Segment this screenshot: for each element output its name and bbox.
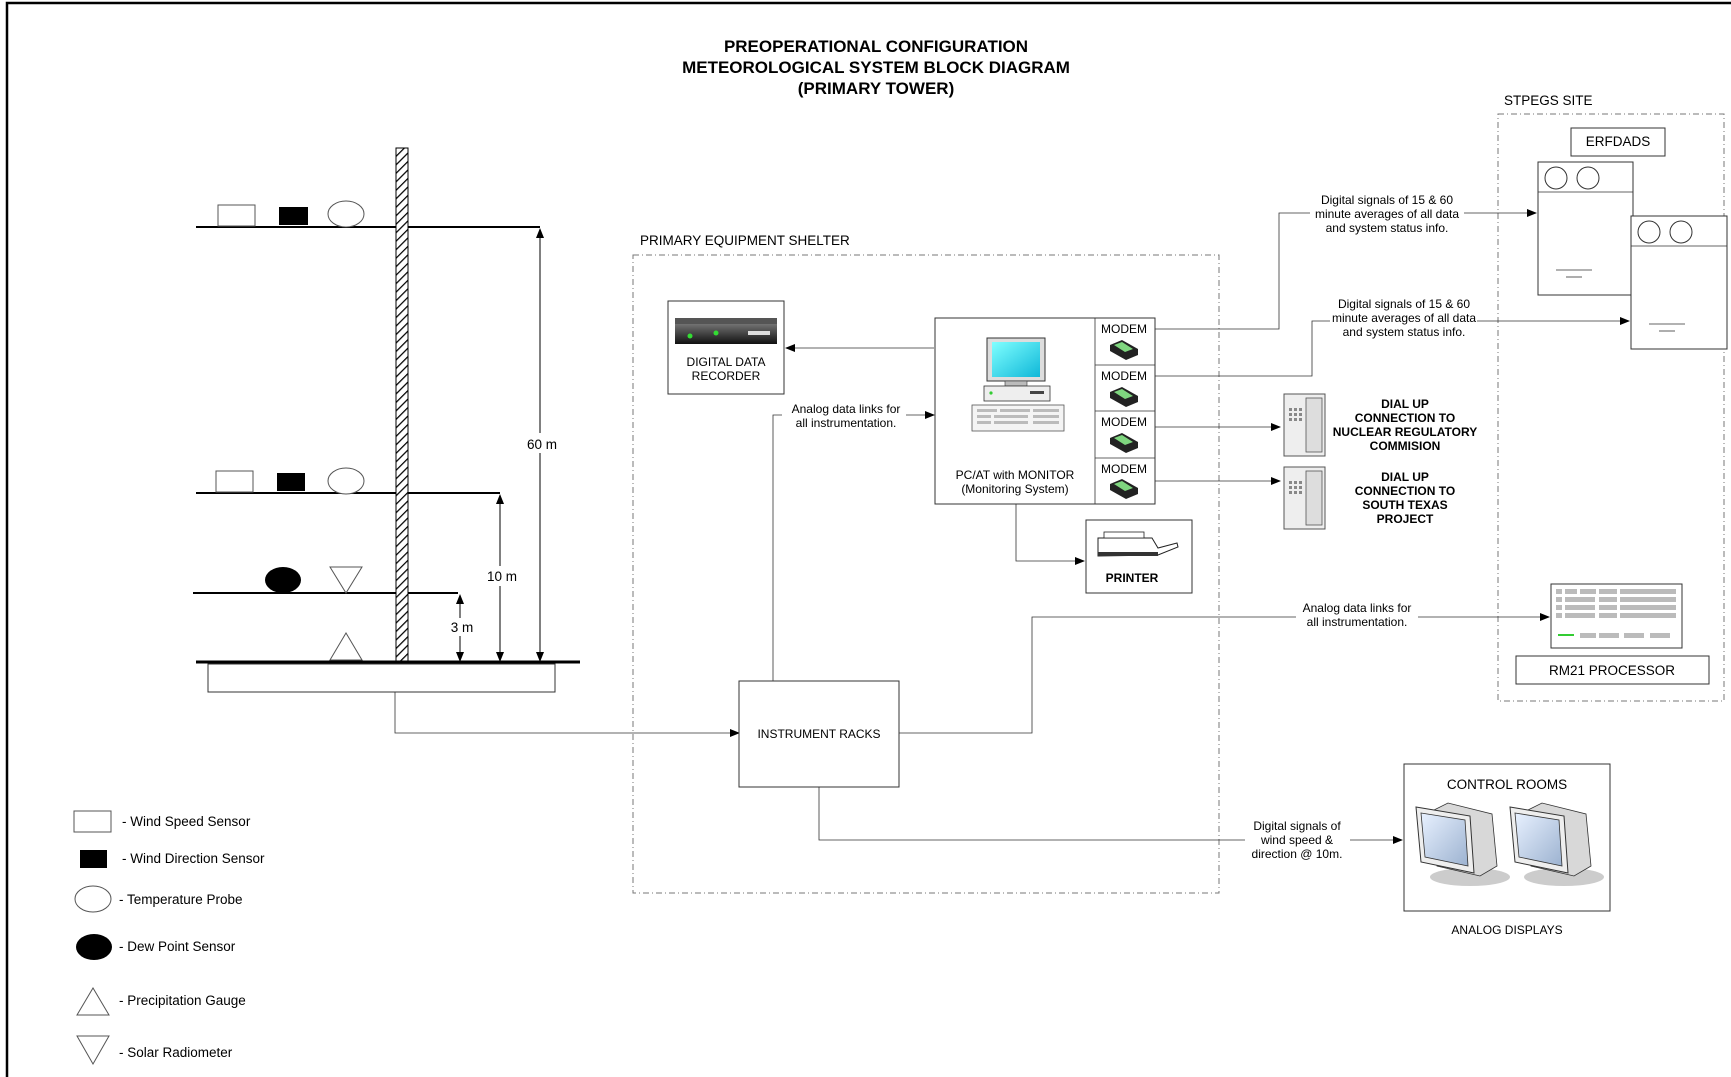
modem1-to-erfdads-connector	[1155, 212, 1310, 330]
legend-wind-speed: - Wind Speed Sensor	[122, 814, 251, 829]
wind-speed-sensor-icon	[215, 470, 254, 493]
solar-radiometer-icon	[76, 1035, 110, 1066]
dew-point-sensor-icon	[76, 934, 112, 960]
telephone-stp	[1283, 466, 1326, 530]
digital-note-a-1: Digital signals of 15 & 60	[1321, 193, 1453, 207]
analog-note-2: all instrumentation.	[796, 416, 897, 430]
legend-wind-direction: - Wind Direction Sensor	[122, 851, 265, 866]
tower-mast	[395, 147, 409, 663]
control-rooms-label: CONTROL ROOMS	[1447, 777, 1567, 792]
digital-data-recorder: DIGITAL DATA RECORDER	[667, 300, 785, 395]
site-label: STPEGS SITE	[1504, 93, 1593, 108]
stpegs-site	[1497, 113, 1725, 702]
temperature-probe-icon	[327, 200, 365, 228]
analog-note-1: Analog data links for	[792, 402, 901, 416]
modem-1: MODEM	[1101, 322, 1147, 360]
dialup-nrc-4: COMMISION	[1370, 439, 1441, 453]
digital-note-a-3: and system status info.	[1326, 221, 1449, 235]
rm21-label: RM21 PROCESSOR	[1549, 663, 1675, 678]
pc-monitoring-system: PC/AT with MONITOR (Monitoring System) M…	[934, 317, 1156, 505]
title-line-2: METEOROLOGICAL SYSTEM BLOCK DIAGRAM	[682, 58, 1070, 77]
instrument-racks	[738, 680, 900, 788]
rm21-processor	[1550, 583, 1683, 649]
computer-monitor-icon	[971, 337, 1065, 432]
dew-point-sensor-icon	[265, 567, 301, 593]
instrument-racks-label: INSTRUMENT RACKS	[757, 727, 880, 741]
height-10m-label: 10 m	[487, 569, 517, 584]
primary-tower: 60 m 10 m 3 m	[193, 147, 580, 693]
wind-direction-sensor-icon	[80, 850, 107, 868]
legend-dew-point: - Dew Point Sensor	[119, 939, 236, 954]
legend-precipitation: - Precipitation Gauge	[119, 993, 246, 1008]
modem-label: MODEM	[1101, 415, 1147, 429]
pc-label-1: PC/AT with MONITOR	[956, 468, 1075, 482]
precipitation-gauge-icon	[76, 987, 110, 1016]
analog-display-icon	[1415, 802, 1510, 886]
temperature-probe-icon	[327, 467, 365, 495]
erfdads-label: ERFDADS	[1586, 134, 1651, 149]
racks-to-rm21-connector	[899, 616, 1296, 734]
printer-label: PRINTER	[1106, 571, 1159, 585]
wind-direction-sensor-icon	[277, 473, 305, 491]
pc-label-2: (Monitoring System)	[961, 482, 1068, 496]
height-3m-label: 3 m	[451, 620, 474, 635]
control-note-3: direction @ 10m.	[1252, 847, 1343, 861]
control-note-1: Digital signals of	[1253, 819, 1341, 833]
title-line-3: (PRIMARY TOWER)	[798, 79, 954, 98]
modem2-to-erfdads-connector	[1155, 320, 1330, 377]
modem-label: MODEM	[1101, 369, 1147, 383]
erfdads-unit-2	[1630, 215, 1728, 350]
dialup-nrc-1: DIAL UP	[1381, 397, 1429, 411]
dialup-nrc-3: NUCLEAR REGULATORY	[1333, 425, 1477, 439]
dialup-stp-1: DIAL UP	[1381, 470, 1429, 484]
control-note-2: wind speed &	[1260, 833, 1333, 847]
legend-solar: - Solar Radiometer	[119, 1045, 233, 1060]
pc-to-printer-connector	[1015, 504, 1085, 565]
dialup-nrc-2: CONNECTION TO	[1355, 411, 1455, 425]
rm21-analog-note-1: Analog data links for	[1303, 601, 1412, 615]
rm21-label-box	[1515, 655, 1710, 685]
solar-radiometer-icon	[329, 566, 363, 594]
digital-note-b-1: Digital signals of 15 & 60	[1338, 297, 1470, 311]
modem-2: MODEM	[1101, 369, 1147, 407]
shelter-label: PRIMARY EQUIPMENT SHELTER	[640, 233, 850, 248]
title-line-1: PREOPERATIONAL CONFIGURATION	[724, 37, 1028, 56]
analog-displays-label: ANALOG DISPLAYS	[1451, 923, 1562, 937]
modem-4: MODEM	[1101, 462, 1147, 499]
dialup-stp-2: CONNECTION TO	[1355, 484, 1455, 498]
temperature-probe-icon	[74, 885, 112, 913]
erfdads-unit-1	[1537, 161, 1634, 296]
recorder-device-icon	[675, 323, 777, 344]
modem-label: MODEM	[1101, 322, 1147, 336]
modem-label: MODEM	[1101, 462, 1147, 476]
tower-to-racks-connector	[394, 692, 740, 737]
tower-base	[207, 663, 556, 693]
printer: PRINTER	[1085, 519, 1193, 594]
precipitation-gauge-icon	[329, 632, 363, 661]
modem-3: MODEM	[1101, 415, 1147, 453]
primary-equipment-shelter	[632, 254, 1220, 894]
page-frame	[5, 1, 1731, 1077]
recorder-label-2: RECORDER	[692, 369, 761, 383]
recorder-label-1: DIGITAL DATA	[687, 355, 766, 369]
telephone-nrc	[1283, 393, 1326, 457]
wind-speed-sensor-icon	[217, 204, 256, 227]
legend: - Wind Speed Sensor - Wind Direction Sen…	[73, 810, 265, 1066]
wind-speed-sensor-icon	[73, 810, 112, 833]
racks-to-control-connector	[818, 787, 1245, 841]
legend-temperature: - Temperature Probe	[119, 892, 243, 907]
dialup-stp-4: PROJECT	[1377, 512, 1434, 526]
wind-direction-sensor-icon	[279, 207, 308, 225]
erfdads-label-box	[1570, 127, 1666, 157]
height-60m-label: 60 m	[527, 437, 557, 452]
dialup-stp-3: SOUTH TEXAS	[1362, 498, 1447, 512]
racks-to-pc-connector	[772, 414, 782, 681]
digital-note-b-3: and system status info.	[1343, 325, 1466, 339]
analog-display-icon	[1509, 802, 1604, 886]
rm21-analog-note-2: all instrumentation.	[1307, 615, 1408, 629]
digital-note-b-2: minute averages of all data	[1332, 311, 1476, 325]
rm21-keyboard-icon	[1556, 589, 1676, 638]
digital-note-a-2: minute averages of all data	[1315, 207, 1459, 221]
